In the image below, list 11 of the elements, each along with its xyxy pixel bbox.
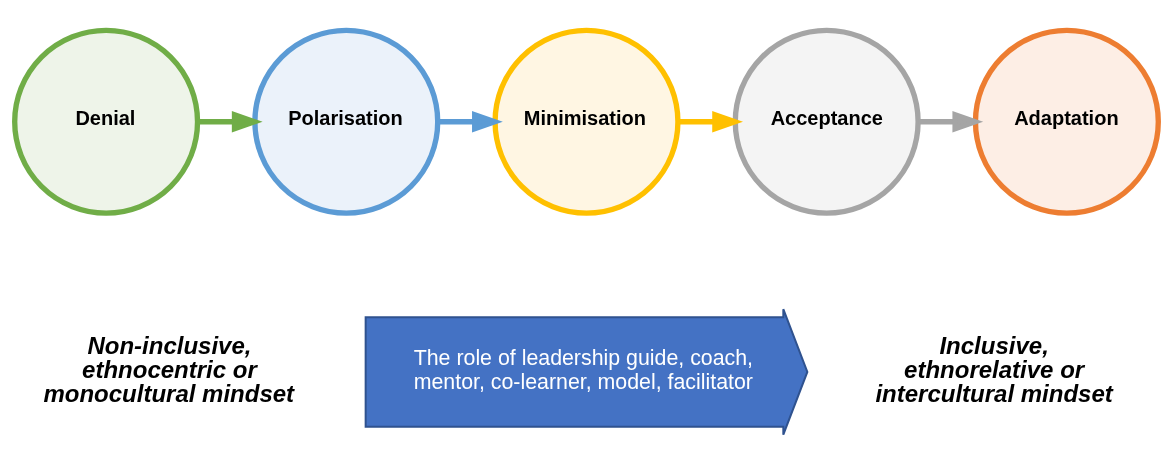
node-circle: Polarisation bbox=[252, 27, 441, 216]
arrow bbox=[197, 110, 263, 132]
arrow bbox=[918, 110, 984, 132]
arrow bbox=[437, 110, 503, 132]
arrow bbox=[677, 110, 743, 132]
node-circle: Denial bbox=[12, 27, 201, 216]
node-circle: Minimisation bbox=[492, 27, 681, 216]
label: Inclusive, ethnorelative or intercultural mindset bbox=[875, 331, 1113, 407]
node-circle: Acceptance bbox=[732, 27, 921, 216]
label: Non-inclusive, ethnocentric or monocultural mindset bbox=[43, 331, 295, 407]
node-circle: Adaptation bbox=[972, 27, 1161, 216]
